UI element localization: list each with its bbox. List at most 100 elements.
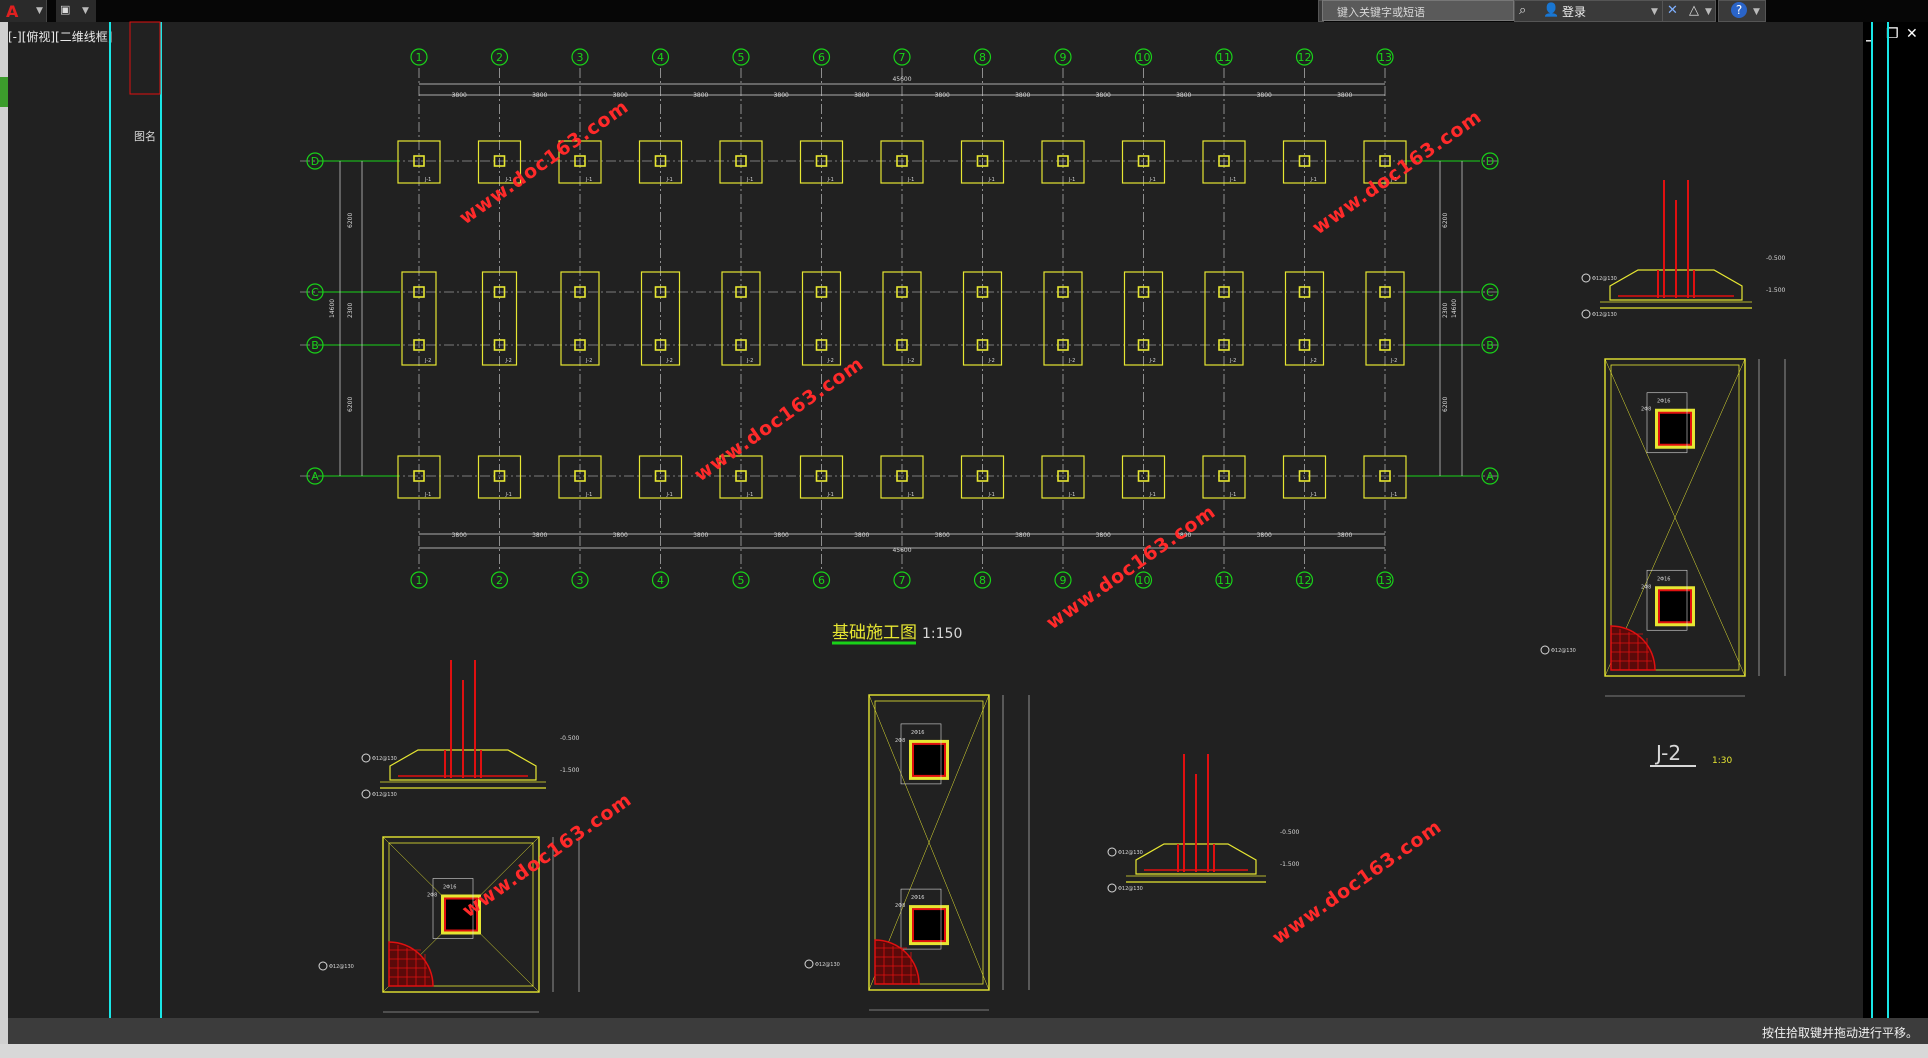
footing-j1 <box>558 140 602 184</box>
axis-label-bottom: 7 <box>899 574 906 587</box>
footing-j1 <box>880 140 924 184</box>
footing-j2 <box>401 271 437 366</box>
search-input[interactable] <box>1323 4 1507 21</box>
search-box[interactable] <box>1322 0 1514 21</box>
axis-bubble-top <box>812 48 831 66</box>
axis-bubble-left <box>306 467 324 485</box>
dimension-text: 3800 <box>935 532 950 539</box>
application-menu-button[interactable]: A ▼ <box>0 0 47 22</box>
stirrup-outline <box>432 878 474 939</box>
axis-bubble-top <box>893 48 911 66</box>
rebar-label: 2Φ16 <box>1657 576 1670 582</box>
chevron-down-icon[interactable]: ▼ <box>1651 7 1658 17</box>
binoculars-icon[interactable]: ⌕ <box>1519 3 1527 18</box>
footing-label: J-1 <box>585 177 592 183</box>
footing-details: -0.500-1.500Φ12@130Φ12@130-0.500-1.500Φ1… <box>318 180 1786 1013</box>
footing-j1 <box>558 455 602 499</box>
rebar-label: 2Φ8 <box>427 893 437 899</box>
stirrup-outline <box>1646 392 1688 454</box>
watermark-text: www.doc163.com <box>1308 105 1486 239</box>
axis-label-top: 6 <box>818 51 825 64</box>
footing-j2 <box>1123 271 1164 366</box>
column-pier <box>1137 155 1150 167</box>
close-icon[interactable]: ✕ <box>1906 26 1918 42</box>
chevron-down-icon[interactable]: ▼ <box>1705 7 1712 17</box>
minimize-icon[interactable]: _ <box>1866 26 1873 42</box>
footing-label: J-2 <box>1390 358 1397 364</box>
level-label: -1.500 <box>1280 861 1300 868</box>
axis-bubble-top <box>1376 48 1394 66</box>
footing-label: J-1 <box>505 492 512 498</box>
dimension-text: 3800 <box>1096 532 1111 539</box>
rebar-callout <box>318 961 328 971</box>
footing-j2 <box>560 271 600 366</box>
exchange-x-icon[interactable]: ✕ <box>1667 3 1678 18</box>
axis-bubble-right <box>1481 283 1499 301</box>
footing-label: J-2 <box>1310 358 1317 364</box>
dimension-text: 3800 <box>774 532 789 539</box>
left-palette-strip <box>0 22 8 1058</box>
column-pier <box>1137 470 1150 482</box>
footing-j1 <box>1041 140 1085 184</box>
dimension-text-total: 45600 <box>892 547 911 554</box>
column-pier <box>493 155 506 167</box>
axis-label-bottom: 6 <box>818 574 825 587</box>
footing-j1 <box>397 140 441 184</box>
axis-label-top: 10 <box>1137 51 1151 64</box>
triangle-network-icon[interactable]: △ <box>1689 3 1699 18</box>
rebar-label: 2Φ16 <box>1657 399 1670 405</box>
drawing-title: 基础施工图 <box>832 623 917 643</box>
axis-bubble-top <box>1215 48 1233 66</box>
help-toolbar: ? ▼ <box>1718 0 1766 22</box>
dimension-text: 3800 <box>1337 92 1352 99</box>
column-pier <box>896 155 908 167</box>
login-button[interactable]: 登录 <box>1562 5 1587 19</box>
dimension-text: 3800 <box>854 532 869 539</box>
footing-j2 <box>801 271 842 366</box>
column-pier <box>976 155 989 167</box>
footing-j1 <box>1121 455 1166 499</box>
dimension-text-side: 14600 <box>329 299 336 318</box>
footing-label: J-1 <box>505 177 512 183</box>
axis-label-top: 13 <box>1378 51 1392 64</box>
restore-icon[interactable]: ❐ <box>1886 26 1899 42</box>
help-icon[interactable]: ? <box>1731 2 1747 18</box>
column-pier <box>735 286 747 298</box>
rebar-label: Φ12@130 <box>1118 850 1143 856</box>
column-pier <box>1379 339 1391 351</box>
footing-label: J-1 <box>907 492 914 498</box>
footing-j2 <box>640 271 681 366</box>
footing-j1 <box>1363 455 1407 499</box>
stirrup-outline <box>1646 569 1688 631</box>
dimension-text: 3800 <box>693 532 708 539</box>
column-pier <box>735 339 747 351</box>
column-pier <box>1057 286 1069 298</box>
viewport-controls-label[interactable]: [-][俯视][二维线框] <box>8 30 113 44</box>
dimension-text: 3800 <box>452 92 467 99</box>
column-pier <box>413 286 425 298</box>
column-pier <box>654 339 667 351</box>
rebar-label: 2Φ8 <box>1641 407 1651 413</box>
axis-bubble-bottom <box>651 571 670 589</box>
drawing-viewport[interactable] <box>8 22 1863 1018</box>
axis-label-bottom: 1 <box>416 574 423 587</box>
rebar-label: 2Φ8 <box>1641 584 1651 590</box>
palette-tab[interactable] <box>0 77 8 107</box>
chevron-down-icon[interactable]: ▼ <box>1753 7 1760 17</box>
user-icon[interactable]: 👤 <box>1543 3 1560 18</box>
level-label: -1.500 <box>1766 287 1786 294</box>
save-icon: ▣ <box>60 3 71 16</box>
quick-access-toolbar[interactable]: ▣ ▼ <box>56 0 96 22</box>
footing-label: J-1 <box>746 492 753 498</box>
footing-label: J-1 <box>424 177 431 183</box>
footing-label: J-1 <box>988 177 995 183</box>
column-pier <box>1218 470 1230 482</box>
axis-bubble-bottom <box>410 571 428 589</box>
axis-label-right: C <box>1486 286 1494 299</box>
dimension-text-side: 2300 <box>1442 303 1449 318</box>
column-core <box>444 897 478 932</box>
axis-bubble-left <box>306 336 324 354</box>
dimension-text: 3800 <box>1015 92 1030 99</box>
axis-bubble-top <box>490 48 509 66</box>
